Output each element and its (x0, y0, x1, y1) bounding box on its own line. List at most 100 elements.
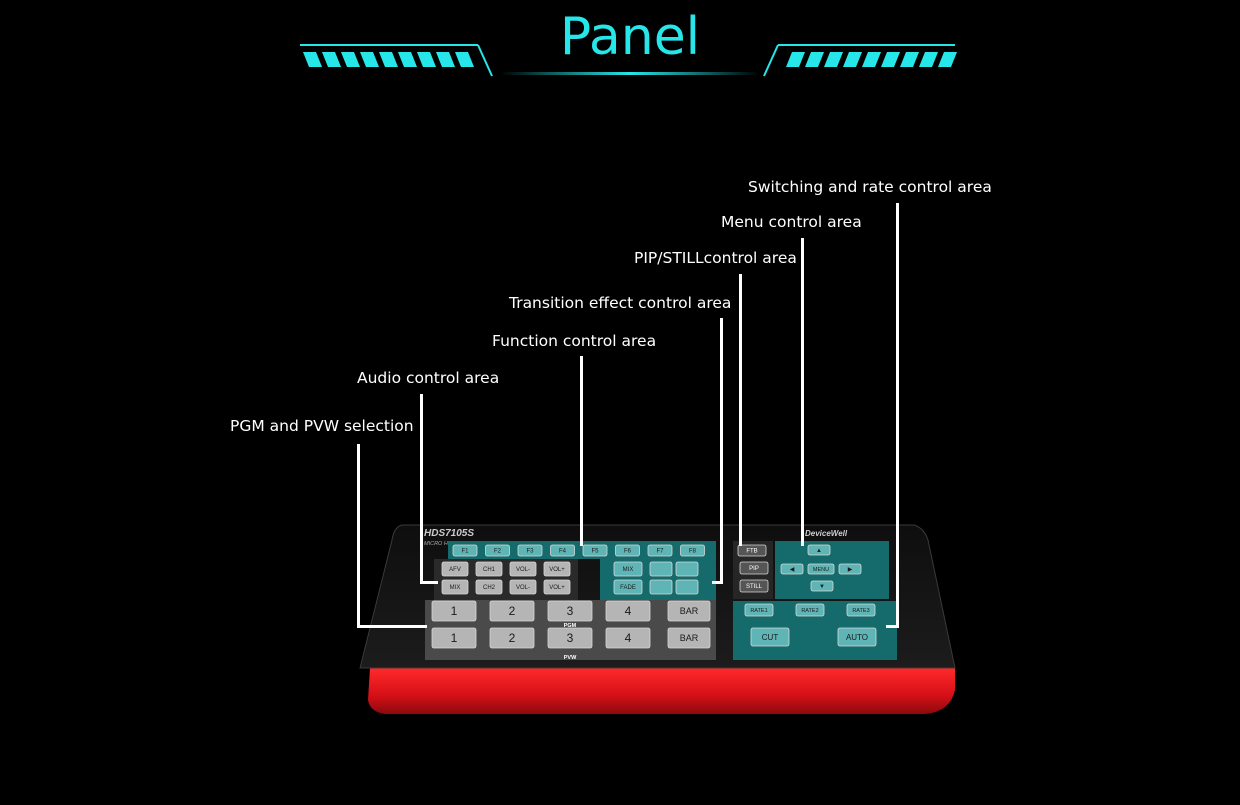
audio-key-label: AFV (449, 567, 461, 573)
function-key: F4 (550, 544, 575, 557)
audio-key-label: MIX (450, 585, 461, 591)
pgm-key: 3 (547, 600, 593, 622)
pvw-key: 4 (605, 627, 651, 649)
pvw-key: 2 (489, 627, 535, 649)
menu-left-key: ◀ (780, 563, 804, 575)
pvw-bus-label: PVW (564, 655, 577, 661)
audio-key: CH2 (475, 579, 503, 595)
audio-key: MIX (441, 579, 469, 595)
pvw-key-label: BAR (680, 633, 699, 643)
leader-transition-vertical (720, 318, 723, 583)
function-key: F2 (485, 544, 510, 557)
function-key: F5 (582, 544, 608, 557)
audio-key: VOL- (509, 579, 537, 595)
function-key-label: F6 (624, 549, 632, 555)
pgm-key-label: 2 (509, 604, 516, 618)
function-key: F6 (615, 544, 640, 557)
still-key-label: STILL (746, 584, 763, 590)
pip-key: PIP (739, 561, 769, 575)
rate-key: RATE3 (846, 603, 876, 617)
function-key: F8 (680, 544, 705, 557)
pgm-key-label: 4 (625, 604, 632, 618)
function-key: F1 (452, 544, 478, 557)
audio-key-label: VOL- (516, 567, 530, 573)
function-key-label: F5 (591, 549, 599, 555)
callout-pip-still-control: PIP/STILLcontrol area (634, 249, 797, 267)
model-label: HDS7105S (424, 528, 474, 539)
chassis-red-base (368, 668, 955, 714)
menu-up-key: ▲ (807, 544, 831, 556)
menu-down-key: ▼ (810, 580, 834, 592)
transition-fade-key: FADE (613, 579, 643, 595)
leader-pip-vertical (739, 274, 742, 546)
pvw-key-label: 3 (567, 631, 574, 645)
ftb-key: FTB (737, 544, 767, 557)
callout-switching-rate-control: Switching and rate control area (748, 178, 992, 196)
title-underline (500, 72, 760, 75)
leader-switching-vertical (896, 203, 899, 627)
rate-key-label: RATE1 (750, 608, 767, 614)
rate-key: RATE1 (744, 603, 774, 617)
rate-key-label: RATE3 (852, 608, 869, 614)
function-key-label: F1 (461, 549, 469, 555)
left-stripes-ornament (300, 44, 493, 77)
pgm-key-label: BAR (680, 606, 699, 616)
transition-wipe-key (675, 561, 699, 577)
callout-audio-control: Audio control area (357, 369, 500, 387)
pvw-key: 1 (431, 627, 477, 649)
pvw-key-label: 2 (509, 631, 516, 645)
callout-menu-control: Menu control area (721, 213, 862, 231)
pgm-key: 2 (489, 600, 535, 622)
audio-key-label: VOL- (516, 585, 530, 591)
auto-key: AUTO (837, 627, 877, 647)
audio-key: VOL+ (543, 561, 571, 577)
menu-down-key-label: ▼ (819, 584, 825, 590)
leader-pgm-pvw-horizontal (357, 625, 427, 628)
transition-fade-key-label: FADE (620, 585, 636, 591)
menu-right-key-label: ▶ (848, 567, 853, 573)
callout-pgm-pvw-selection: PGM and PVW selection (230, 417, 414, 435)
audio-key: CH1 (475, 561, 503, 577)
function-key-label: F2 (494, 549, 502, 555)
function-key-label: F4 (559, 549, 567, 555)
pvw-key-label: 4 (625, 631, 632, 645)
header-decoration (300, 44, 957, 77)
leader-audio-horizontal (420, 581, 438, 584)
pgm-bus-label: PGM (564, 623, 577, 629)
rate-key: RATE2 (795, 603, 825, 617)
pvw-key: BAR (667, 627, 711, 649)
leader-transition-horizontal (712, 581, 723, 584)
function-key-label: F7 (656, 549, 664, 555)
pvw-key-label: 1 (451, 631, 458, 645)
audio-key-label: VOL+ (549, 585, 565, 591)
callout-function-control: Function control area (492, 332, 657, 350)
leader-pgm-pvw-vertical (357, 444, 360, 627)
pgm-key: 4 (605, 600, 651, 622)
menu-right-key: ▶ (838, 563, 862, 575)
transition-wipe-key (649, 579, 673, 595)
cut-key-label: CUT (762, 633, 779, 642)
transition-mix-key-label: MIX (623, 567, 634, 573)
menu-up-key-label: ▲ (816, 548, 822, 554)
audio-key: VOL- (509, 561, 537, 577)
auto-key-label: AUTO (846, 633, 868, 642)
pgm-key: BAR (667, 600, 711, 622)
transition-mix-key: MIX (613, 561, 643, 577)
transition-wipe-key (675, 579, 699, 595)
page-title: Panel (559, 7, 701, 67)
pvw-key: 3 (547, 627, 593, 649)
pgm-key: 1 (431, 600, 477, 622)
function-key-label: F3 (526, 549, 534, 555)
function-key-label: F8 (689, 549, 697, 555)
audio-key: AFV (441, 561, 469, 577)
still-key: STILL (739, 579, 769, 593)
pgm-key-label: 3 (567, 604, 574, 618)
pgm-key-label: 1 (451, 604, 458, 618)
callout-transition-control: Transition effect control area (509, 294, 732, 312)
audio-key: VOL+ (543, 579, 571, 595)
rate-key-label: RATE2 (801, 608, 818, 614)
function-key: F7 (647, 544, 673, 557)
audio-key-label: CH1 (483, 567, 496, 573)
